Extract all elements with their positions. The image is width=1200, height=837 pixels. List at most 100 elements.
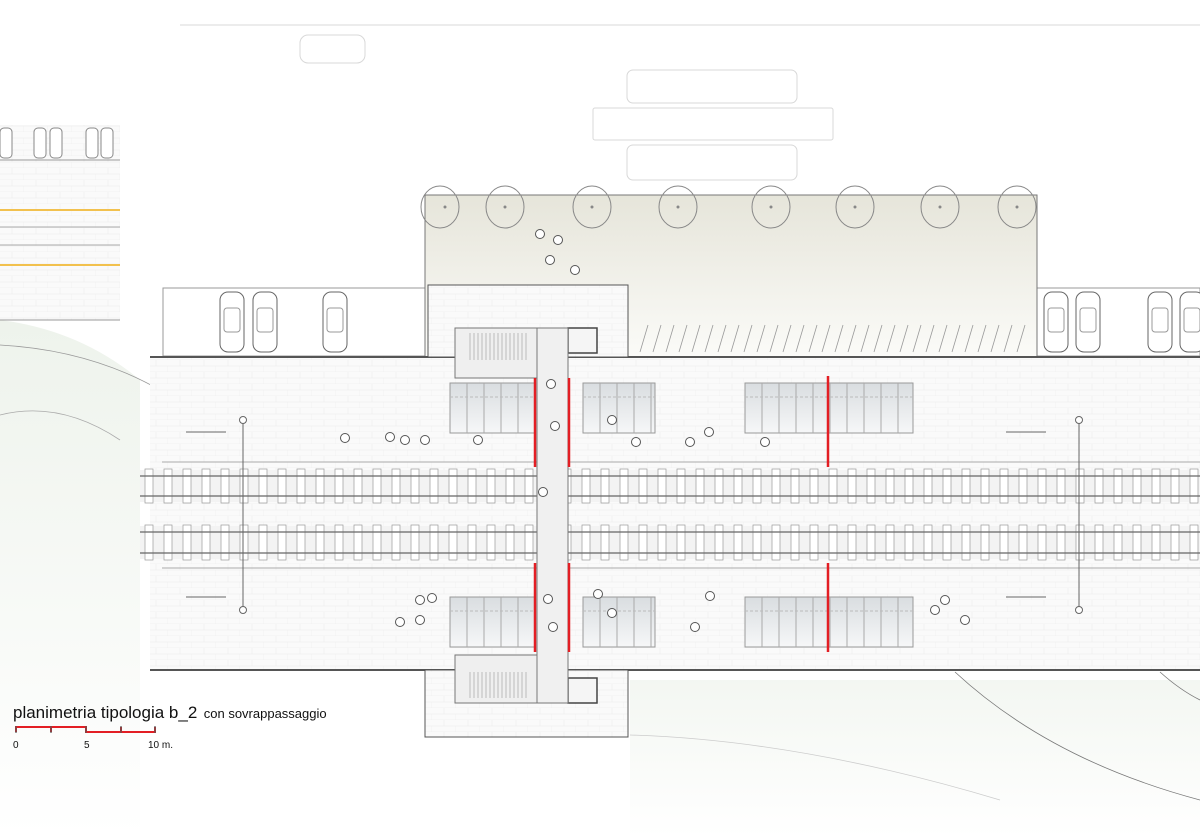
track-sleeper bbox=[1151, 524, 1161, 561]
parking-area bbox=[162, 287, 1200, 357]
bike-rack bbox=[652, 324, 662, 353]
car-roof bbox=[223, 307, 241, 333]
track-sleeper bbox=[733, 468, 743, 504]
track-sleeper bbox=[1037, 524, 1047, 561]
contour-line bbox=[1159, 671, 1200, 701]
track-sleeper bbox=[1018, 524, 1028, 561]
track-sleeper bbox=[695, 468, 705, 504]
track-sleeper bbox=[638, 524, 648, 561]
elevator-south bbox=[567, 677, 598, 704]
car-roof bbox=[1047, 307, 1065, 333]
track-sleeper bbox=[961, 468, 971, 504]
bike-rack bbox=[860, 324, 870, 353]
car-roof bbox=[1079, 307, 1097, 333]
track-sleeper bbox=[296, 468, 306, 504]
person-figure bbox=[593, 589, 603, 599]
bike-rack bbox=[990, 324, 1000, 353]
tree-canopy bbox=[920, 185, 960, 229]
glass-shelter bbox=[582, 596, 656, 648]
stair-north bbox=[454, 327, 538, 379]
track-sleeper bbox=[1037, 468, 1047, 504]
person-figure bbox=[553, 235, 563, 245]
track-sleeper bbox=[752, 524, 762, 561]
person-figure bbox=[548, 622, 558, 632]
bike-rack bbox=[756, 324, 766, 353]
bike-rack bbox=[717, 324, 727, 353]
bike-rack bbox=[769, 324, 779, 353]
person-figure bbox=[607, 415, 617, 425]
track-sleeper bbox=[334, 524, 344, 561]
parked-car bbox=[1075, 291, 1101, 353]
track-sleeper bbox=[391, 468, 401, 504]
track-sleeper bbox=[448, 524, 458, 561]
scale-label-5: 5 bbox=[84, 740, 90, 751]
track-sleeper bbox=[866, 468, 876, 504]
track-sleeper bbox=[315, 524, 325, 561]
track-sleeper bbox=[1170, 468, 1180, 504]
tree-canopy bbox=[835, 185, 875, 229]
person-figure bbox=[535, 229, 545, 239]
track-sleeper bbox=[486, 524, 496, 561]
bike-rack bbox=[834, 324, 844, 353]
track-sleeper bbox=[809, 524, 819, 561]
track-sleeper bbox=[790, 468, 800, 504]
parked-car bbox=[1043, 291, 1069, 353]
person-figure bbox=[704, 427, 714, 437]
track-sleeper bbox=[334, 468, 344, 504]
person-figure bbox=[340, 433, 350, 443]
elevator-north bbox=[567, 327, 598, 354]
person-figure bbox=[940, 595, 950, 605]
track-sleeper bbox=[600, 468, 610, 504]
platform-area bbox=[150, 357, 1200, 670]
car-roof bbox=[326, 307, 344, 333]
track-sleeper bbox=[429, 468, 439, 504]
person-figure bbox=[705, 591, 715, 601]
track-sleeper bbox=[695, 524, 705, 561]
track-sleeper bbox=[942, 524, 952, 561]
track-sleeper bbox=[600, 524, 610, 561]
contour-line bbox=[0, 410, 121, 441]
track-sleeper bbox=[296, 524, 306, 561]
track-sleeper bbox=[771, 524, 781, 561]
scale-label-0: 0 bbox=[13, 740, 19, 751]
car-roof bbox=[1151, 307, 1169, 333]
bike-rack bbox=[951, 324, 961, 353]
pedestrian-overpass bbox=[536, 327, 569, 704]
track-sleeper bbox=[524, 468, 534, 504]
bike-rack bbox=[977, 324, 987, 353]
person-figure bbox=[690, 622, 700, 632]
person-figure bbox=[427, 593, 437, 603]
track-sleeper bbox=[1132, 468, 1142, 504]
platform-lamps bbox=[186, 416, 1083, 614]
track-sleeper bbox=[144, 468, 154, 504]
bike-rack bbox=[639, 324, 649, 353]
track-sleeper bbox=[657, 524, 667, 561]
person-figure bbox=[545, 255, 555, 265]
person-figure bbox=[538, 487, 548, 497]
track-sleeper bbox=[486, 468, 496, 504]
track-sleeper bbox=[258, 468, 268, 504]
tree-canopy bbox=[485, 185, 525, 229]
person-figure bbox=[546, 379, 556, 389]
background-vehicles bbox=[180, 24, 1200, 181]
track-sleeper bbox=[1075, 468, 1085, 504]
person-figure bbox=[415, 615, 425, 625]
person-figure bbox=[607, 608, 617, 618]
track-sleeper bbox=[448, 468, 458, 504]
parked-car bbox=[219, 291, 245, 353]
track-sleeper bbox=[353, 468, 363, 504]
track-sleeper bbox=[277, 468, 287, 504]
track-sleeper bbox=[410, 524, 420, 561]
person-figure bbox=[385, 432, 395, 442]
caption-title: planimetria tipologia b_2 bbox=[13, 703, 198, 722]
parked-car bbox=[252, 291, 278, 353]
tree-canopy bbox=[751, 185, 791, 229]
track-sleeper bbox=[467, 524, 477, 561]
bike-rack bbox=[678, 324, 688, 353]
track-sleeper bbox=[961, 524, 971, 561]
bike-rack bbox=[938, 324, 948, 353]
track-sleeper bbox=[828, 468, 838, 504]
track-sleeper bbox=[429, 524, 439, 561]
tree-trunk bbox=[769, 205, 773, 209]
